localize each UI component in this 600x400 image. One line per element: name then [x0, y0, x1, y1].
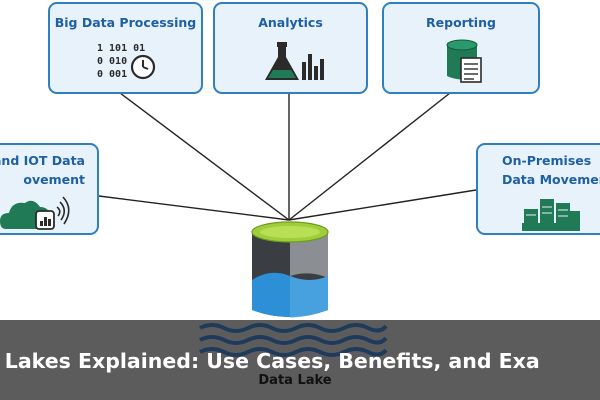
connector-iot [98, 195, 290, 221]
binary-clock-icon: 1 101 01 0 010 0 001 [97, 43, 156, 80]
node-analytics: Analytics [213, 2, 368, 94]
node-title: Reporting [426, 15, 496, 30]
node-reporting: Reporting [382, 2, 540, 94]
node-big-data-processing: Big Data Processing 1 101 01 0 010 0 001 [48, 2, 203, 94]
binary-line: 0 010 [97, 56, 127, 67]
node-title: On-Premises Data Movement [502, 153, 600, 187]
server-cluster-icon [522, 199, 580, 231]
node-iot-data-movement: and IOT Data ovement [0, 143, 99, 235]
lake-waves-icon [199, 323, 388, 357]
node-on-premises-data-movement: On-Premises Data Movement [476, 143, 600, 235]
node-title: Analytics [258, 15, 323, 30]
binary-line: 0 001 [97, 69, 127, 80]
connector-on-prem [288, 189, 477, 221]
connector-reporting [288, 92, 451, 221]
database-report-icon [446, 39, 482, 83]
binary-line: 1 101 01 [97, 43, 145, 54]
data-lake-cylinder-icon [251, 221, 329, 318]
title-banner [0, 320, 600, 400]
node-title: Big Data Processing [54, 15, 197, 30]
cloud-signal-icon [0, 196, 70, 230]
data-lake-label: Data Lake [258, 373, 332, 388]
banner-title: ta Lakes Explained: Use Cases, Benefits,… [0, 349, 540, 373]
flask-chart-icon [265, 42, 324, 80]
node-title: and IOT Data ovement [0, 153, 85, 187]
connector-big-data [119, 92, 290, 221]
